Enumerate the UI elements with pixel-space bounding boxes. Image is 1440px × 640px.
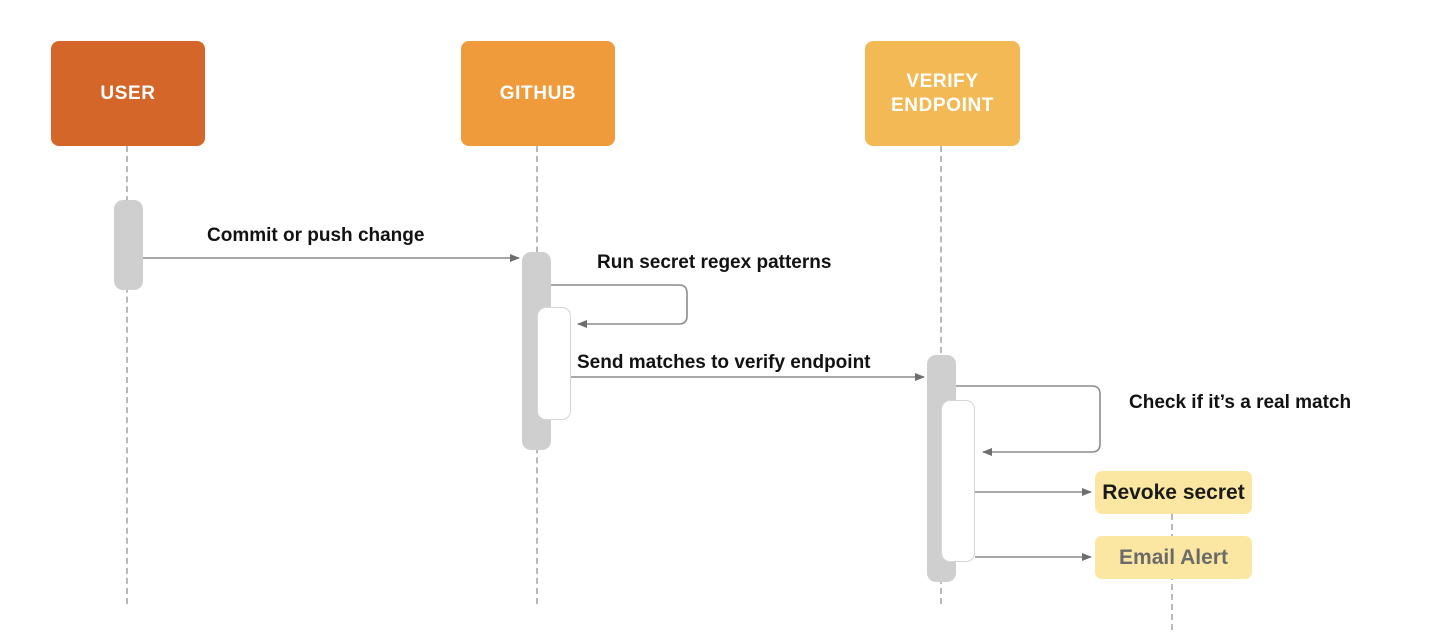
message-label-check-if-its-a-real-match: Check if it’s a real match xyxy=(1129,392,1352,413)
activation-bar-user xyxy=(114,200,143,290)
actor-box-user[interactable]: USER xyxy=(51,41,205,146)
message-label-send-matches-to-verify-endpoint: Send matches to verify endpoint xyxy=(577,352,871,373)
note-email-alert[interactable]: Email Alert xyxy=(1095,536,1252,579)
activation-bar-github-nested xyxy=(537,307,571,420)
actor-box-github[interactable]: GITHUB xyxy=(461,41,615,146)
lifeline-user xyxy=(126,146,128,604)
actor-label-github: GITHUB xyxy=(499,82,577,104)
note-label-email-alert: Email Alert xyxy=(1119,545,1228,569)
self-message-arrow-run-secret-regex-patterns xyxy=(551,284,688,328)
actor-box-verify-endpoint[interactable]: VERIFY ENDPOINT xyxy=(865,41,1020,146)
note-label-revoke-secret: Revoke secret xyxy=(1102,480,1245,504)
note-revoke-secret[interactable]: Revoke secret xyxy=(1095,471,1252,514)
activation-bar-verify-endpoint-nested xyxy=(941,400,975,562)
message-label-run-secret-regex-patterns: Run secret regex patterns xyxy=(597,252,832,273)
message-label-commit-or-push-change: Commit or push change xyxy=(207,225,425,246)
actor-label-verify-endpoint: VERIFY ENDPOINT xyxy=(891,70,994,116)
actor-label-user: USER xyxy=(100,82,156,104)
self-message-arrow-check-if-its-a-real-match xyxy=(956,385,1101,456)
